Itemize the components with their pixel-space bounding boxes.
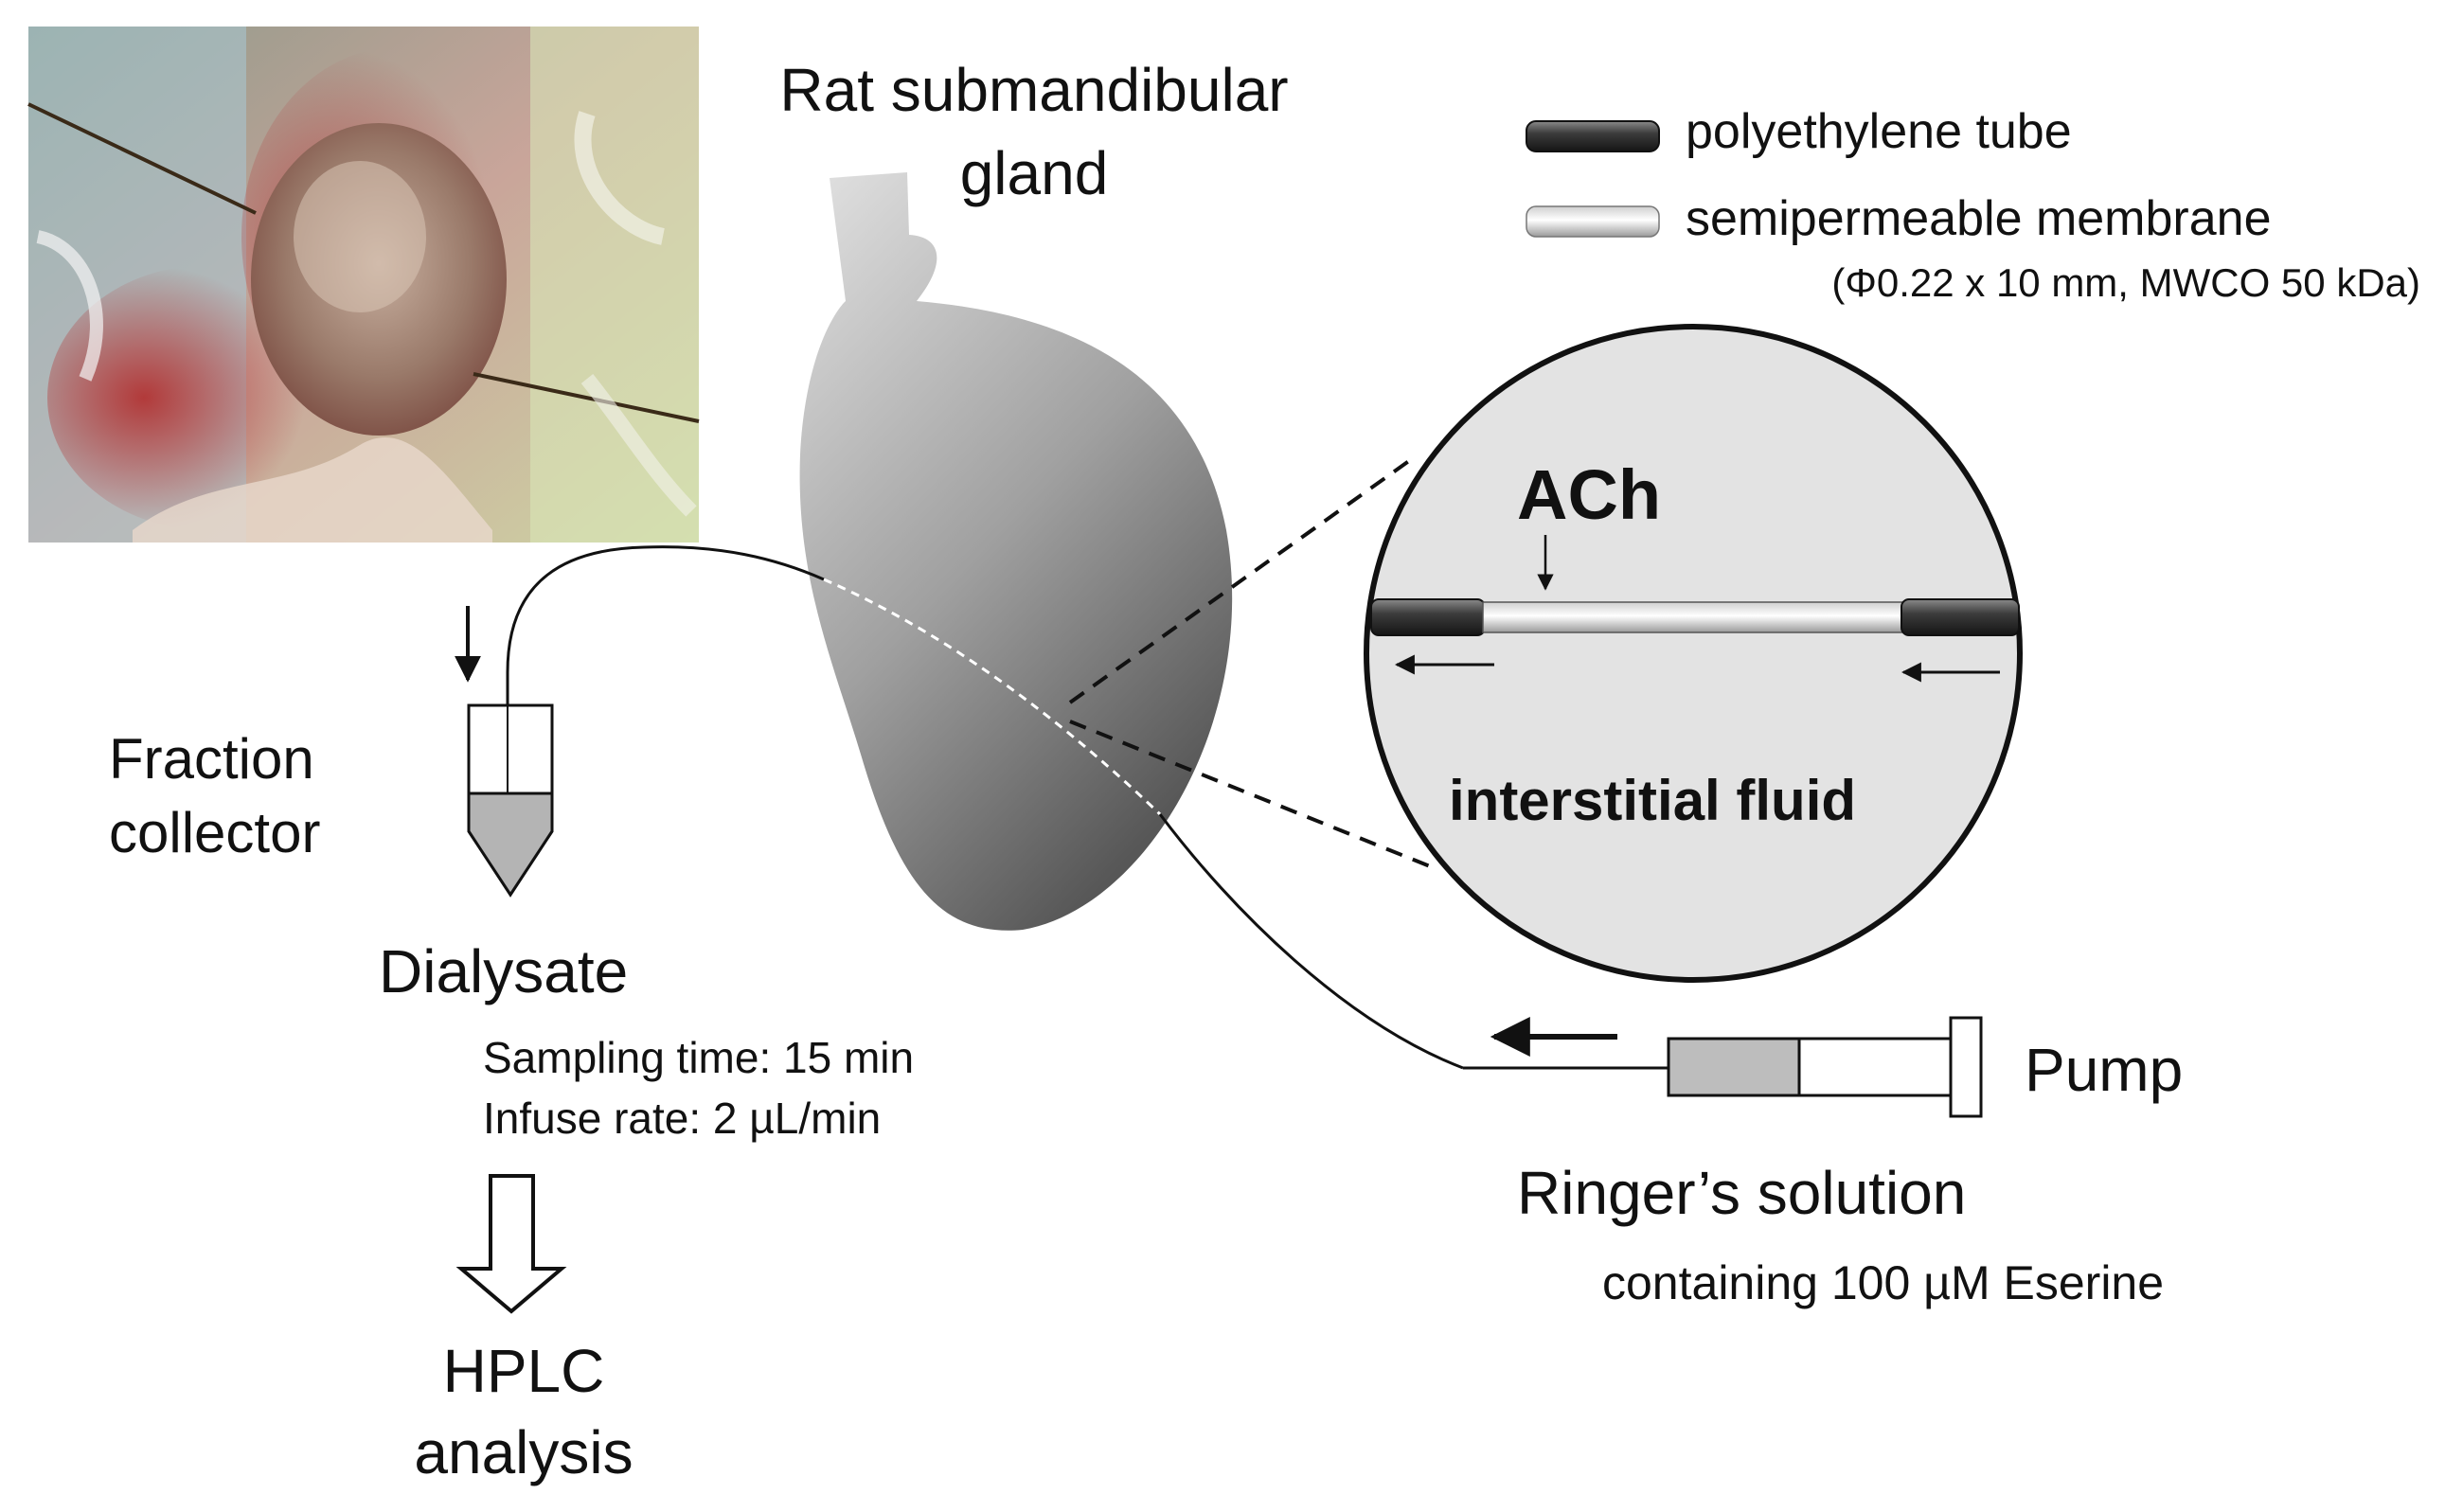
outflow-tubing <box>506 545 825 762</box>
legend: polyethylene tube semipermeable membrane… <box>1526 104 2420 305</box>
ringer-solution-label: Ringer’s solution <box>1517 1159 1966 1227</box>
probe-membrane <box>1482 601 1906 633</box>
fraction-collector-label-line1: Fraction <box>109 727 314 791</box>
submandibular-gland-shape <box>799 172 1233 931</box>
probe-inside-gland <box>823 578 1162 816</box>
legend-tube-swatch <box>1526 120 1660 152</box>
zoom-line-bottom <box>1069 720 1431 868</box>
hplc-label-line1: HPLC <box>443 1337 605 1405</box>
legend-membrane-swatch <box>1526 205 1660 238</box>
legend-membrane-spec: (Φ0.22 x 10 mm, MWCO 50 kDa) <box>1831 260 2420 305</box>
to-hplc-arrow <box>455 1174 567 1314</box>
pump-label: Pump <box>2025 1036 2183 1104</box>
probe-right-tube <box>1901 598 2020 636</box>
ach-label: ACh <box>1517 455 1661 534</box>
surgical-photo <box>27 27 700 543</box>
dialysate-label: Dialysate <box>379 937 628 1005</box>
inflow-tubing <box>1158 813 1464 1070</box>
gland-title-line2: gland <box>960 139 1109 207</box>
gland-title-line1: Rat submandibular <box>779 56 1288 124</box>
legend-membrane-label: semipermeable membrane <box>1686 191 2272 246</box>
legend-tube-label: polyethylene tube <box>1686 104 2072 159</box>
zoom-line-top <box>1068 456 1415 704</box>
interstitial-fluid-label: interstitial fluid <box>1449 769 1856 832</box>
syringe-pump <box>1463 1016 1983 1118</box>
fraction-collector-tube <box>467 703 554 898</box>
hplc-label-line2: analysis <box>414 1418 633 1486</box>
infuse-rate-label: Infuse rate: 2 µL/min <box>483 1094 881 1143</box>
sampling-time-label: Sampling time: 15 min <box>483 1033 914 1082</box>
probe-zoom-circle: ACh interstitial fluid <box>1364 324 2023 983</box>
probe-left-tube <box>1370 598 1486 636</box>
ringer-solution-sublabel: containing 100 µM Eserine <box>1602 1256 2164 1309</box>
fraction-collector-label-line2: collector <box>109 801 320 864</box>
